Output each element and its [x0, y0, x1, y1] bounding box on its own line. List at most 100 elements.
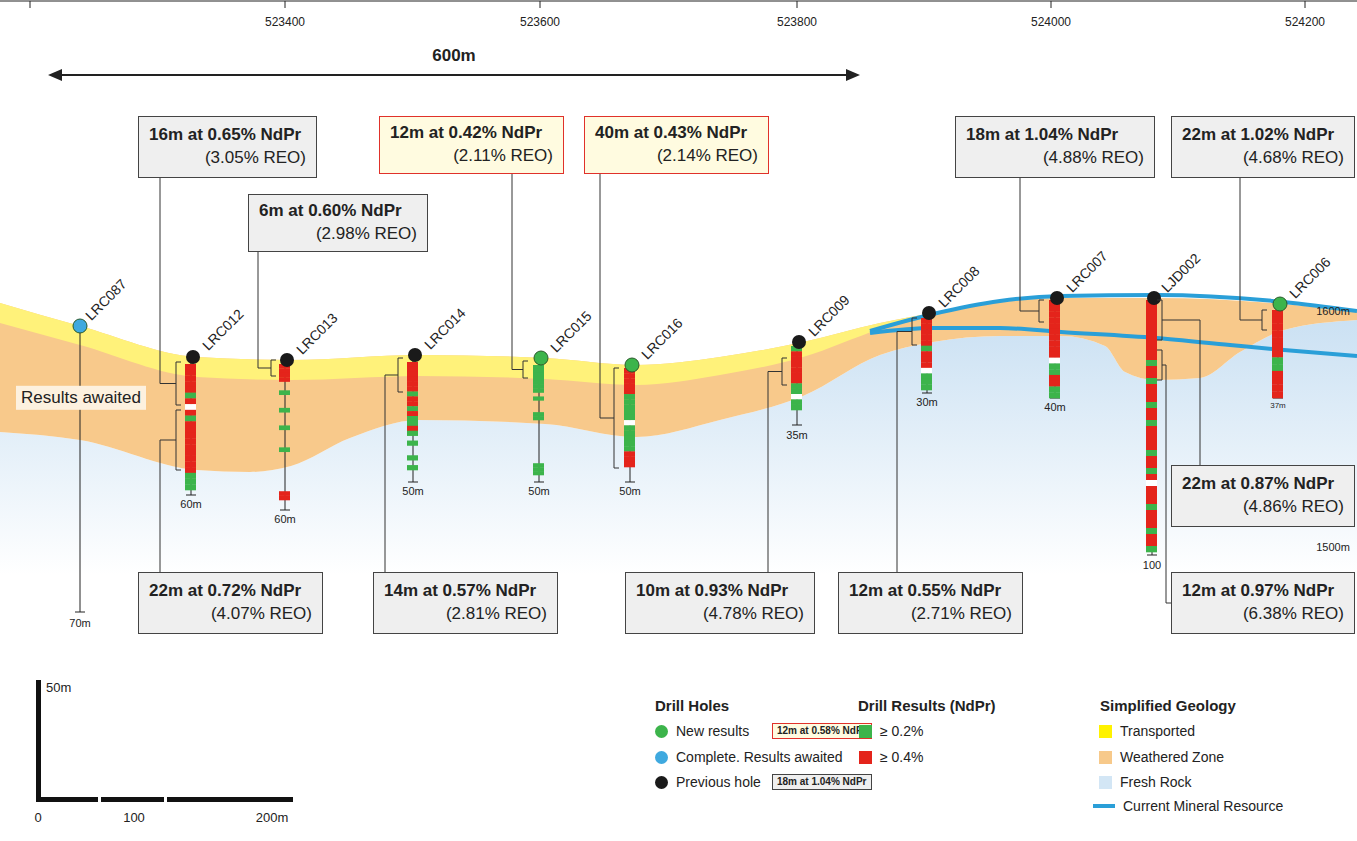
grade-interval: 16m at 0.65% NdPr: [149, 124, 301, 147]
assay-interval: [1146, 486, 1157, 492]
assay-interval: [407, 372, 418, 377]
assay-interval: [407, 387, 418, 392]
assay-interval: [185, 398, 196, 404]
axis-tick: [1051, 1, 1052, 8]
assay-interval: [533, 396, 544, 400]
assay-interval: [407, 367, 418, 372]
assay-interval: [624, 425, 635, 431]
assay-interval: [921, 351, 932, 357]
hole-depth: 50m: [619, 485, 640, 498]
assay-interval: [921, 373, 932, 379]
assay-interval: [185, 416, 196, 422]
assay-interval: [1146, 456, 1157, 462]
easting-value: 523600: [520, 15, 560, 29]
result-callout: 22m at 0.72% NdPr(4.07% REO): [138, 572, 323, 634]
assay-interval: [1049, 329, 1060, 335]
assay-interval: [1146, 516, 1157, 522]
assay-interval: [1146, 480, 1157, 486]
scale-segment: [36, 680, 41, 802]
assay-interval: [921, 329, 932, 335]
grade-interval: 12m at 0.58% NdPr: [777, 725, 867, 737]
assay-interval: [1272, 364, 1283, 371]
assay-interval: [185, 370, 196, 376]
assay-interval: [1049, 340, 1060, 346]
assay-interval: [1146, 504, 1157, 510]
hole-end-tick: [625, 482, 635, 483]
assay-interval: [1146, 468, 1157, 474]
hole-collar: [625, 358, 639, 372]
legend-text: Weathered Zone: [1120, 749, 1224, 765]
assay-interval: [533, 463, 544, 467]
legend-item: Transported: [1099, 722, 1195, 740]
assay-interval: [1146, 378, 1157, 384]
assay-interval: [185, 404, 196, 410]
assay-interval: [1272, 324, 1283, 331]
hole-end-tick: [280, 510, 290, 511]
legend-item: Current Mineral Resource: [1093, 797, 1283, 815]
hole-name: LRC013: [293, 310, 341, 358]
assay-interval: [1146, 414, 1157, 420]
easting-value: 523800: [777, 15, 817, 29]
assay-interval: [533, 412, 544, 416]
assay-interval: [1146, 528, 1157, 534]
assay-interval: [1049, 352, 1060, 358]
scale-segment: [101, 797, 164, 802]
reo-grade: (2.14% REO): [657, 145, 758, 168]
grade-interval: 22m at 0.72% NdPr: [149, 580, 301, 603]
legend-line: [1093, 804, 1115, 808]
assay-interval: [1146, 360, 1157, 366]
assay-interval: [185, 461, 196, 467]
grade-interval: 6m at 0.60% NdPr: [259, 200, 402, 223]
leader-line: [160, 440, 176, 572]
assay-interval: [791, 378, 802, 384]
assay-interval: [185, 484, 196, 490]
assay-interval: [1049, 392, 1060, 398]
assay-interval: [791, 373, 802, 379]
assay-interval: [185, 410, 196, 416]
grade-interval: 12m at 0.55% NdPr: [849, 580, 1001, 603]
assay-interval: [1146, 390, 1157, 396]
assay-interval: [279, 377, 290, 382]
easting-value: 524200: [1285, 15, 1325, 29]
assay-interval: [1272, 330, 1283, 337]
assay-interval: [279, 496, 290, 501]
assay-interval: [1272, 344, 1283, 351]
grade-interval: 18m at 1.04% NdPr: [966, 124, 1118, 147]
legend-dot: [655, 776, 668, 789]
assay-interval: [624, 415, 635, 421]
interval-bracket: [176, 362, 181, 405]
assay-interval: [1146, 432, 1157, 438]
axis-line: [0, 1, 1357, 2]
assay-interval: [1146, 450, 1157, 456]
hole-collar: [792, 335, 806, 349]
assay-interval: [407, 406, 418, 411]
assay-interval: [791, 389, 802, 395]
assay-interval: [1146, 492, 1157, 498]
assay-interval: [1272, 378, 1283, 385]
assay-interval: [1146, 312, 1157, 318]
leader-line: [600, 174, 614, 418]
legend-swatch: [859, 725, 872, 738]
assay-interval: [407, 465, 418, 470]
hole-end-tick: [186, 495, 196, 496]
scale-label: 0: [34, 810, 41, 826]
hole-collar: [1147, 291, 1161, 305]
hole-name: LRC016: [638, 315, 686, 363]
assay-interval: [185, 467, 196, 473]
reo-grade: (6.38% REO): [1243, 603, 1344, 626]
reo-grade: (3.05% REO): [205, 147, 306, 170]
hole-depth: 37m: [1270, 401, 1286, 411]
assay-interval: [1049, 363, 1060, 369]
assay-interval: [533, 471, 544, 475]
assay-interval: [185, 421, 196, 427]
assay-interval: [407, 391, 418, 396]
hole-collar: [534, 351, 548, 365]
hole-name: LRC006: [1286, 254, 1334, 302]
assay-interval: [624, 378, 635, 384]
legend-item: New results: [655, 722, 749, 740]
hole-name: LRC008: [935, 263, 983, 311]
scale-segment: [167, 797, 293, 802]
assay-interval: [791, 383, 802, 389]
hole-depth: 60m: [274, 513, 295, 526]
result-callout: 12m at 0.55% NdPr(2.71% REO): [838, 572, 1023, 634]
